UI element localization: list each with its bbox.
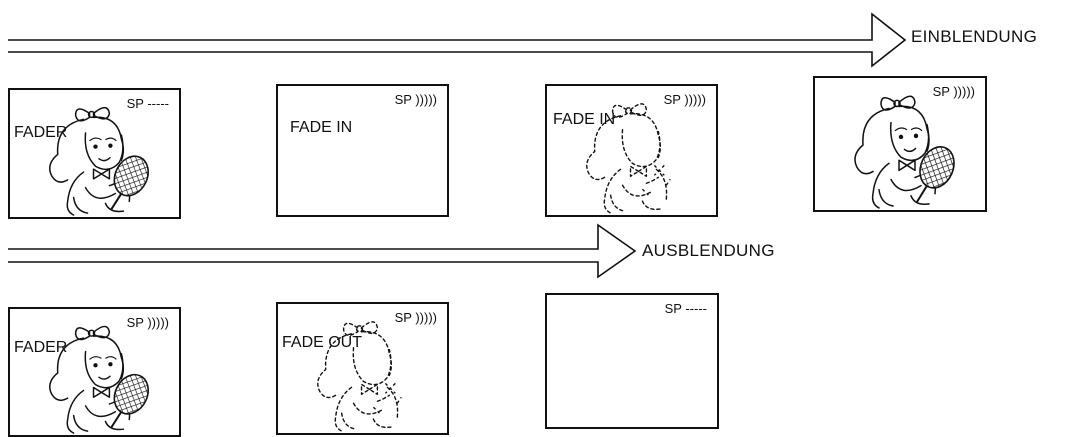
fade-in-arrow-label: EINBLENDUNG <box>911 27 1038 46</box>
speed-indicator: SP ----- <box>664 301 707 316</box>
speed-indicator: SP ))))) <box>394 92 437 107</box>
speed-indicator: SP ))))) <box>394 310 437 325</box>
speed-indicator: SP ))))) <box>663 92 706 107</box>
frame-fade-in-partial: SP ))))) FADE IN <box>545 84 718 217</box>
frame-fade-out-blank: SP ----- <box>545 293 719 429</box>
frame-caption: FADE IN <box>553 111 616 128</box>
frame-fade-in-complete: SP ))))) <box>813 76 987 212</box>
fade-in-arrow <box>8 12 907 68</box>
frame-caption: FADE OUT <box>282 334 363 351</box>
frame-caption: FADE IN <box>290 119 353 136</box>
speed-indicator: SP ))))) <box>126 315 169 330</box>
frame-fade-in-blank: SP ))))) FADE IN <box>276 84 449 217</box>
frame-fader-start: SP ----- FADER <box>8 88 181 219</box>
fade-out-arrow <box>8 223 637 279</box>
speed-indicator: SP ----- <box>126 96 169 111</box>
frame-caption: FADER <box>14 124 68 141</box>
speed-indicator: SP ))))) <box>932 84 975 99</box>
frame-fade-out-partial: SP ))))) FADE OUT <box>276 302 449 435</box>
fade-out-arrow-label: AUSBLENDUNG <box>642 241 775 260</box>
frame-caption: FADER <box>14 339 68 356</box>
frame-fader-start-out: SP ))))) FADER <box>8 307 181 437</box>
